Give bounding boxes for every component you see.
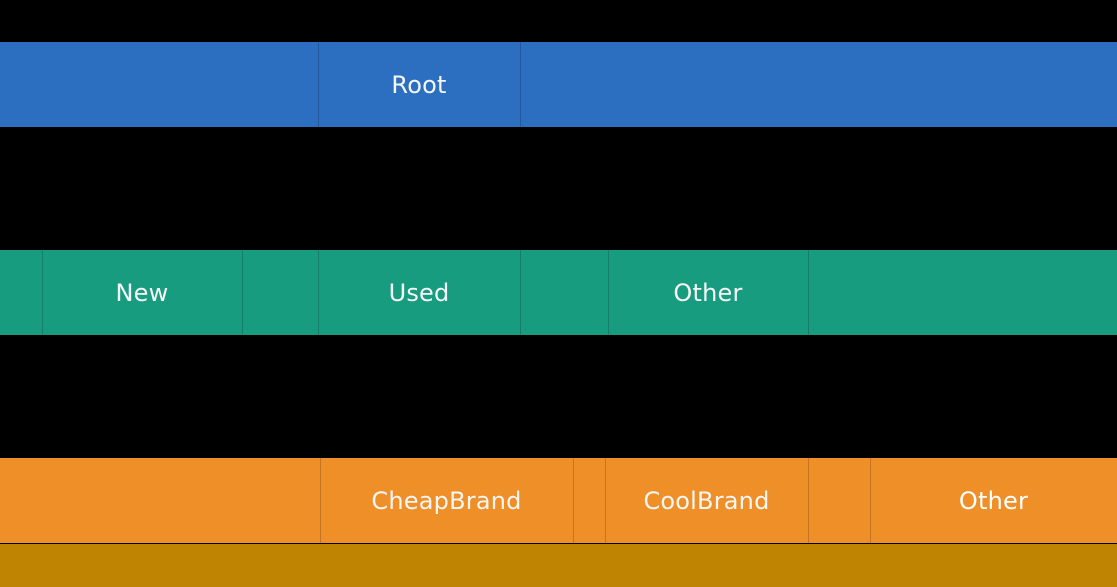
icicle-node-label-used: Used	[388, 278, 450, 307]
icicle-node-coolbrand[interactable]: CoolBrand	[605, 458, 808, 543]
icicle-node-brand-other[interactable]: Other	[870, 458, 1117, 543]
icicle-node-new[interactable]: New	[42, 250, 242, 335]
icicle-node-new-overflow[interactable]	[242, 250, 318, 335]
icicle-node-label-coolbrand: CoolBrand	[643, 486, 770, 515]
icicle-level-deepest	[0, 544, 1117, 587]
icicle-node-label-category-other: Other	[673, 278, 743, 307]
icicle-node-category-leading-pad[interactable]	[0, 250, 42, 335]
icicle-node-label-new: New	[115, 278, 169, 307]
icicle-node-category-other[interactable]: Other	[608, 250, 808, 335]
icicle-node-deepest-clipped[interactable]	[0, 544, 1117, 587]
icicle-node-label-cheapbrand: CheapBrand	[371, 486, 522, 515]
icicle-node-root-part-a[interactable]	[0, 42, 318, 127]
icicle-level-root: Root	[0, 42, 1117, 127]
icicle-node-brand-gap-b[interactable]	[808, 458, 870, 543]
icicle-node-label-root: Root	[391, 70, 447, 99]
icicle-node-category-trailing[interactable]	[808, 250, 1117, 335]
icicle-node-brand-leading-pad[interactable]	[0, 458, 320, 543]
icicle-node-category-gap[interactable]	[520, 250, 608, 335]
icicle-node-label-brand-other: Other	[958, 486, 1029, 515]
icicle-node-root-part-c[interactable]	[520, 42, 1117, 127]
icicle-node-brand-gap-a[interactable]	[573, 458, 605, 543]
icicle-node-cheapbrand[interactable]: CheapBrand	[320, 458, 573, 543]
icicle-node-root-part-b[interactable]: Root	[318, 42, 520, 127]
icicle-node-used[interactable]: Used	[318, 250, 520, 335]
icicle-level-brand: CheapBrand CoolBrand Other	[0, 458, 1117, 543]
icicle-level-category: New Used Other	[0, 250, 1117, 335]
